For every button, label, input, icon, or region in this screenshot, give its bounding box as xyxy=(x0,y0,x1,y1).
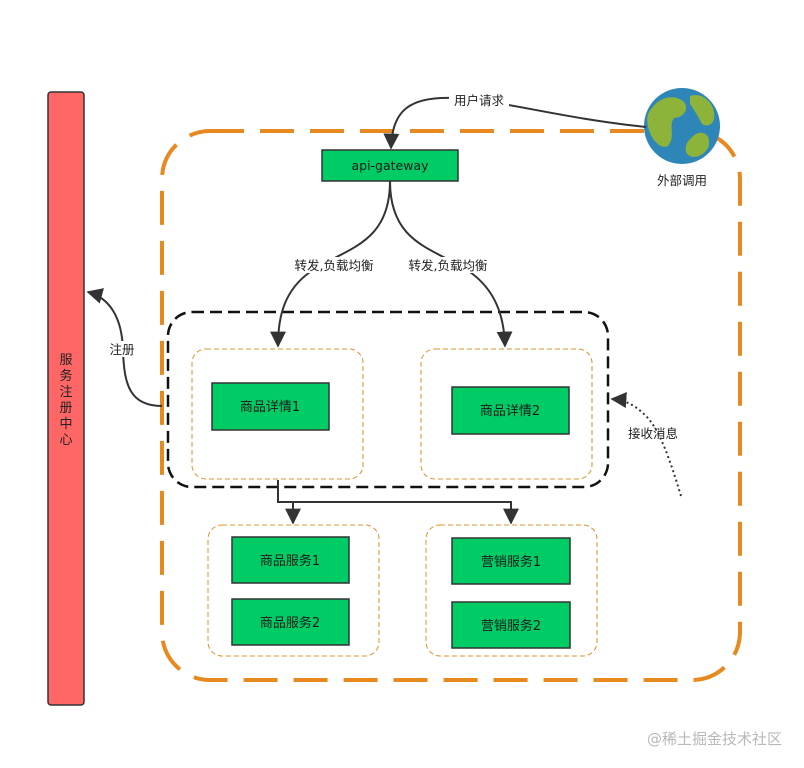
external-call-label: 外部调用 xyxy=(657,173,707,188)
detail-2-group xyxy=(420,348,593,480)
service-goods-2: 商品服务2 xyxy=(231,598,350,646)
user-request-label: 用户请求 xyxy=(454,93,505,108)
service-detail-1-label: 商品详情1 xyxy=(240,400,300,415)
service-marketing-2-label: 营销服务2 xyxy=(481,618,541,634)
registry-char: 中 xyxy=(59,417,72,432)
service-detail-1: 商品详情1 xyxy=(211,382,330,431)
goods-group xyxy=(207,524,380,657)
service-goods-1-label: 商品服务1 xyxy=(260,553,320,569)
receive-message-label: 接收消息 xyxy=(628,426,678,441)
service-detail-2-label: 商品详情2 xyxy=(480,404,540,419)
service-goods-2-label: 商品服务2 xyxy=(260,615,320,631)
registry-char: 注 xyxy=(59,385,72,400)
registry-char: 务 xyxy=(59,368,72,384)
service-goods-1: 商品服务1 xyxy=(231,536,350,584)
service-marketing-2: 营销服务2 xyxy=(451,601,571,649)
registry-char: 册 xyxy=(59,401,72,416)
api-gateway-label: api-gateway xyxy=(351,158,429,173)
service-marketing-1: 营销服务1 xyxy=(451,537,571,585)
service-detail-2: 商品详情2 xyxy=(451,386,570,435)
api-gateway-node: api-gateway xyxy=(321,149,459,182)
marketing-group xyxy=(425,524,598,657)
watermark-text: @稀土掘金技术社区 xyxy=(647,730,782,748)
service-registry: 服 务 注 册 中 心 xyxy=(47,91,85,706)
detail-cluster-boundary xyxy=(166,310,610,489)
detail-1-group xyxy=(191,348,364,480)
edge-receive-message xyxy=(610,392,682,497)
register-label: 注册 xyxy=(109,342,134,357)
forward-right-label: 转发,负载均衡 xyxy=(409,258,488,273)
globe-icon xyxy=(644,88,720,164)
service-marketing-1-label: 营销服务1 xyxy=(481,554,541,570)
registry-char: 服 xyxy=(59,353,72,368)
forward-left-label: 转发,负载均衡 xyxy=(295,258,374,273)
edge-detail-to-marketing xyxy=(278,501,519,525)
edge-user-request xyxy=(383,96,647,150)
registry-char: 心 xyxy=(59,433,72,448)
